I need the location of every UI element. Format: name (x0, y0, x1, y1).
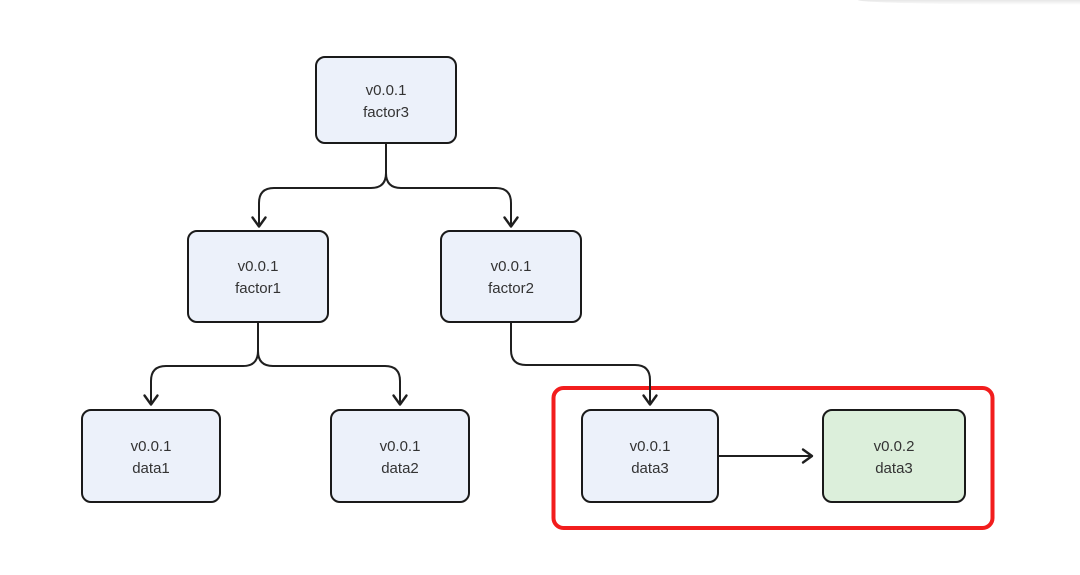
node-version-label: v0.0.1 (630, 438, 671, 455)
node-factor1-box (187, 230, 329, 323)
edge-factor1-to-data2 (257, 322, 408, 406)
node-data3-v2: v0.0.2 data3 (822, 409, 966, 503)
node-name-label: data2 (381, 460, 419, 477)
node-name-label: factor3 (363, 104, 409, 121)
edge-factor3-to-factor2 (385, 143, 519, 228)
node-data2: v0.0.1 data2 (330, 409, 470, 503)
edge-factor2-to-data3 (510, 322, 658, 406)
edge-factor3-to-factor1 (251, 143, 387, 228)
node-factor2: v0.0.1 factor2 (440, 230, 582, 323)
node-factor1: v0.0.1 factor1 (187, 230, 329, 323)
node-version-label: v0.0.1 (491, 258, 532, 275)
node-version-label: v0.0.1 (131, 438, 172, 455)
node-factor3: v0.0.1 factor3 (315, 56, 457, 144)
node-name-label: data1 (132, 460, 170, 477)
highlight-box (551, 386, 995, 530)
node-name-label: factor2 (488, 280, 534, 297)
node-data3: v0.0.1 data3 (581, 409, 719, 503)
node-version-label: v0.0.1 (366, 82, 407, 99)
node-data1: v0.0.1 data1 (81, 409, 221, 503)
node-data3-v2-box (822, 409, 966, 503)
node-name-label: data3 (631, 460, 669, 477)
edge-data3-to-data3-v2 (718, 448, 814, 464)
node-factor2-box (440, 230, 582, 323)
node-version-label: v0.0.1 (380, 438, 421, 455)
node-version-label: v0.0.2 (874, 438, 915, 455)
node-data1-box (81, 409, 221, 503)
node-data3-box (581, 409, 719, 503)
node-name-label: factor1 (235, 280, 281, 297)
node-version-label: v0.0.1 (238, 258, 279, 275)
edge-factor1-to-data1 (143, 322, 259, 406)
node-data2-box (330, 409, 470, 503)
node-name-label: data3 (875, 460, 913, 477)
node-factor3-box (315, 56, 457, 144)
